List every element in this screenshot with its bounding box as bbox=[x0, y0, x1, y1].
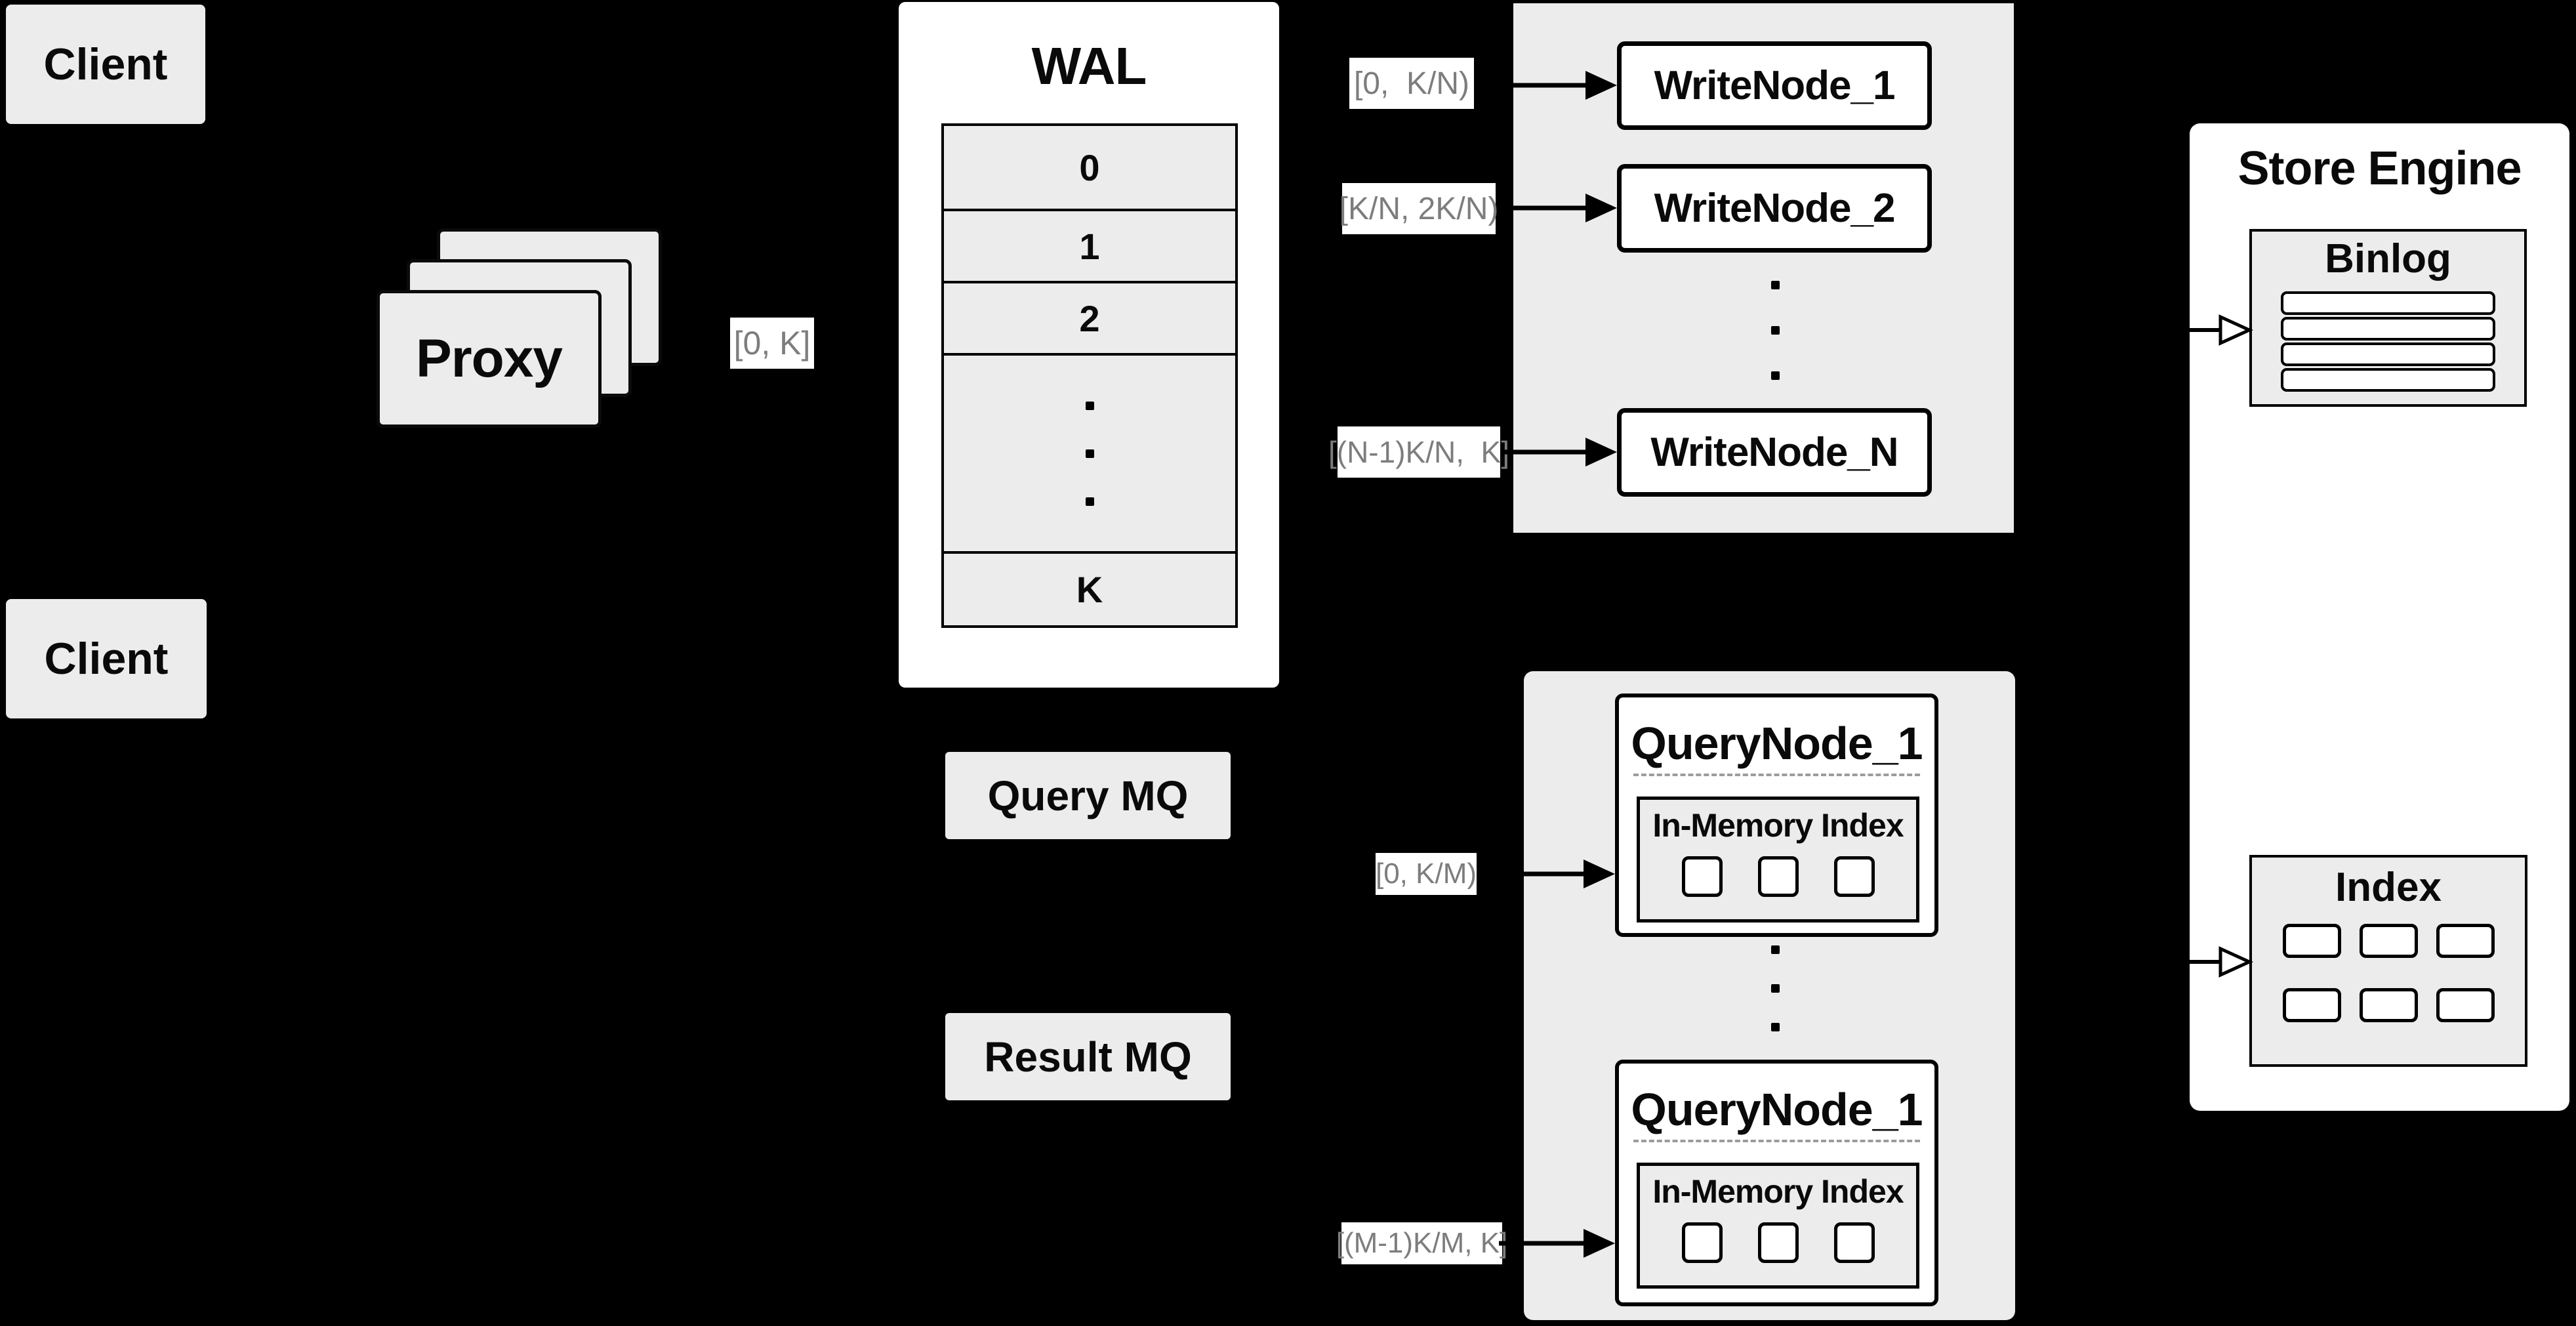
index-cell bbox=[2282, 988, 2341, 1022]
binlog-panel: Binlog bbox=[2249, 229, 2527, 407]
query-node-m-box: QueryNode_1 In-Memory Index bbox=[1615, 1060, 1938, 1306]
result-mq-box: Result MQ bbox=[945, 1013, 1231, 1100]
segment-cell bbox=[1833, 856, 1875, 897]
binlog-row bbox=[2281, 317, 2495, 341]
proxy-box: Proxy bbox=[377, 290, 602, 428]
client-box-top: Client bbox=[6, 5, 205, 124]
query-mq-box: Query MQ bbox=[945, 752, 1231, 839]
range-label-0-k: [0, K] bbox=[730, 318, 814, 369]
index-cell bbox=[2282, 924, 2341, 958]
write-node-1-box: WriteNode_1 bbox=[1617, 41, 1932, 130]
range-label-n1kn-k: [(N-1)K/N, K] bbox=[1328, 426, 1509, 478]
store-engine-title: Store Engine bbox=[2238, 142, 2522, 195]
index-cells bbox=[2252, 924, 2525, 1022]
segment-cell bbox=[1833, 1222, 1875, 1263]
wal-row-ellipsis bbox=[944, 356, 1235, 554]
in-memory-index-panel: In-Memory Index bbox=[1637, 1163, 1919, 1289]
dashed-separator bbox=[1633, 1140, 1920, 1142]
range-label-0-km: [0, K/M) bbox=[1376, 853, 1477, 895]
index-segments bbox=[1640, 1222, 1916, 1263]
open-arrow-right-icon bbox=[2170, 314, 2254, 346]
range-label-0-kn: [0, K/N) bbox=[1349, 58, 1474, 109]
index-cell bbox=[2359, 924, 2418, 958]
write-node-2-box: WriteNode_2 bbox=[1617, 164, 1932, 253]
binlog-rows bbox=[2252, 291, 2524, 392]
query-node-1-box: QueryNode_1 In-Memory Index bbox=[1615, 694, 1938, 937]
range-label-m1km-k: [(M-1)K/M, K] bbox=[1336, 1222, 1507, 1264]
vertical-ellipsis-icon bbox=[1085, 401, 1094, 506]
binlog-row bbox=[2281, 291, 2495, 315]
query-node-title: QueryNode_1 bbox=[1631, 718, 1923, 769]
solid-arrow-right-icon bbox=[1498, 194, 1617, 222]
segment-cell bbox=[1757, 856, 1799, 897]
index-cell bbox=[2359, 988, 2418, 1022]
segment-cell bbox=[1681, 856, 1723, 897]
binlog-row bbox=[2281, 368, 2495, 392]
write-node-n-box: WriteNode_N bbox=[1617, 408, 1932, 497]
segment-cell bbox=[1681, 1222, 1723, 1263]
index-segments bbox=[1640, 856, 1916, 897]
solid-arrow-right-icon bbox=[1479, 860, 1615, 888]
in-memory-index-panel: In-Memory Index bbox=[1637, 797, 1919, 922]
range-label-kn-2kn: [K/N, 2K/N) bbox=[1339, 183, 1498, 234]
in-memory-index-title: In-Memory Index bbox=[1652, 1173, 1904, 1210]
solid-arrow-right-icon bbox=[1499, 1229, 1615, 1258]
solid-arrow-right-icon bbox=[1476, 71, 1617, 100]
segment-cell bbox=[1757, 1222, 1799, 1263]
index-panel: Index bbox=[2249, 855, 2527, 1067]
solid-arrow-right-icon bbox=[1502, 438, 1617, 466]
index-title: Index bbox=[2335, 865, 2442, 910]
dashed-separator bbox=[1633, 774, 1920, 776]
vertical-ellipsis-icon bbox=[1767, 281, 1784, 380]
wal-row-k: K bbox=[1076, 569, 1103, 610]
query-node-title: QueryNode_1 bbox=[1631, 1084, 1923, 1135]
wal-row-1: 1 bbox=[944, 211, 1235, 283]
binlog-row bbox=[2281, 342, 2495, 366]
index-cell bbox=[2436, 924, 2495, 958]
wal-row-0: 0 bbox=[944, 126, 1235, 211]
vertical-ellipsis-icon bbox=[1767, 945, 1784, 1031]
wal-row-2: 2 bbox=[944, 283, 1235, 356]
binlog-title: Binlog bbox=[2325, 236, 2451, 281]
client-box-bottom: Client bbox=[6, 599, 207, 718]
store-engine-box: Store Engine Binlog Index bbox=[2190, 123, 2569, 1111]
wal-title: WAL bbox=[1031, 37, 1147, 95]
open-arrow-right-icon bbox=[2170, 946, 2254, 978]
index-cell bbox=[2436, 988, 2495, 1022]
wal-table: 0 1 2 K bbox=[941, 123, 1238, 628]
wal-box: WAL 0 1 2 K bbox=[899, 2, 1279, 688]
in-memory-index-title: In-Memory Index bbox=[1652, 807, 1904, 844]
